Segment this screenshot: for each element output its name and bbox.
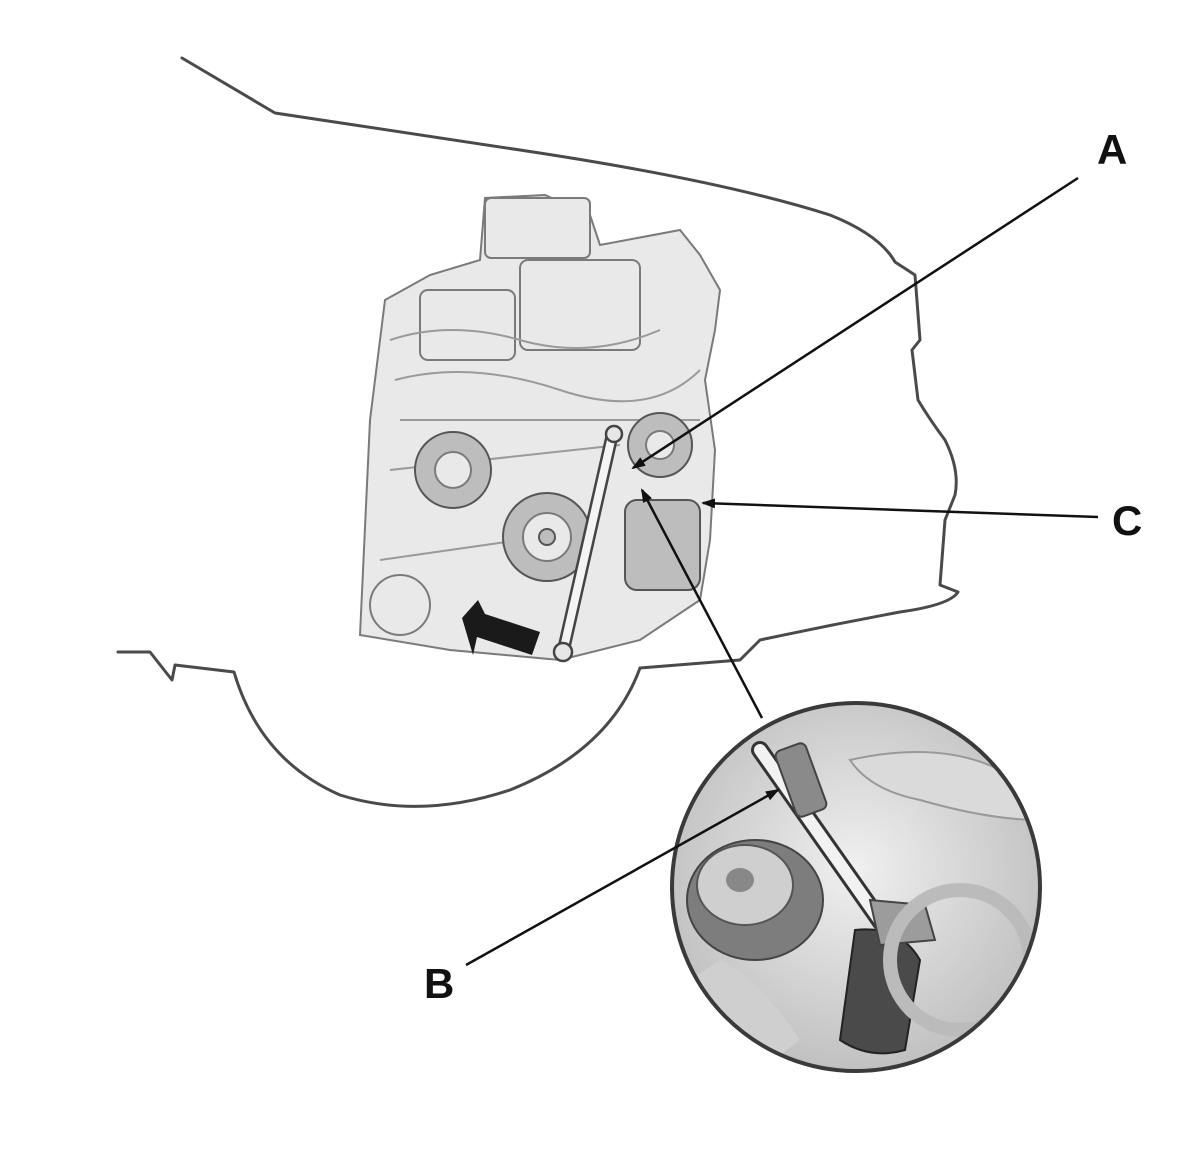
leader-line-c — [701, 498, 1099, 519]
tensioner-tool — [552, 424, 624, 663]
callout-label-c: C — [1112, 497, 1142, 544]
leader-line-a — [631, 176, 1079, 470]
arrow-left-icon — [462, 600, 540, 655]
callout-label-b: B — [424, 960, 454, 1007]
leader-line-b — [465, 788, 780, 967]
vehicle-hood-outline — [180, 56, 960, 670]
leader-line-b-inset — [640, 488, 764, 719]
detail-inset — [670, 701, 1042, 1073]
engine-assembly — [358, 193, 722, 662]
callout-label-a: A — [1097, 126, 1127, 173]
vehicle-bumper-outline — [116, 650, 642, 808]
